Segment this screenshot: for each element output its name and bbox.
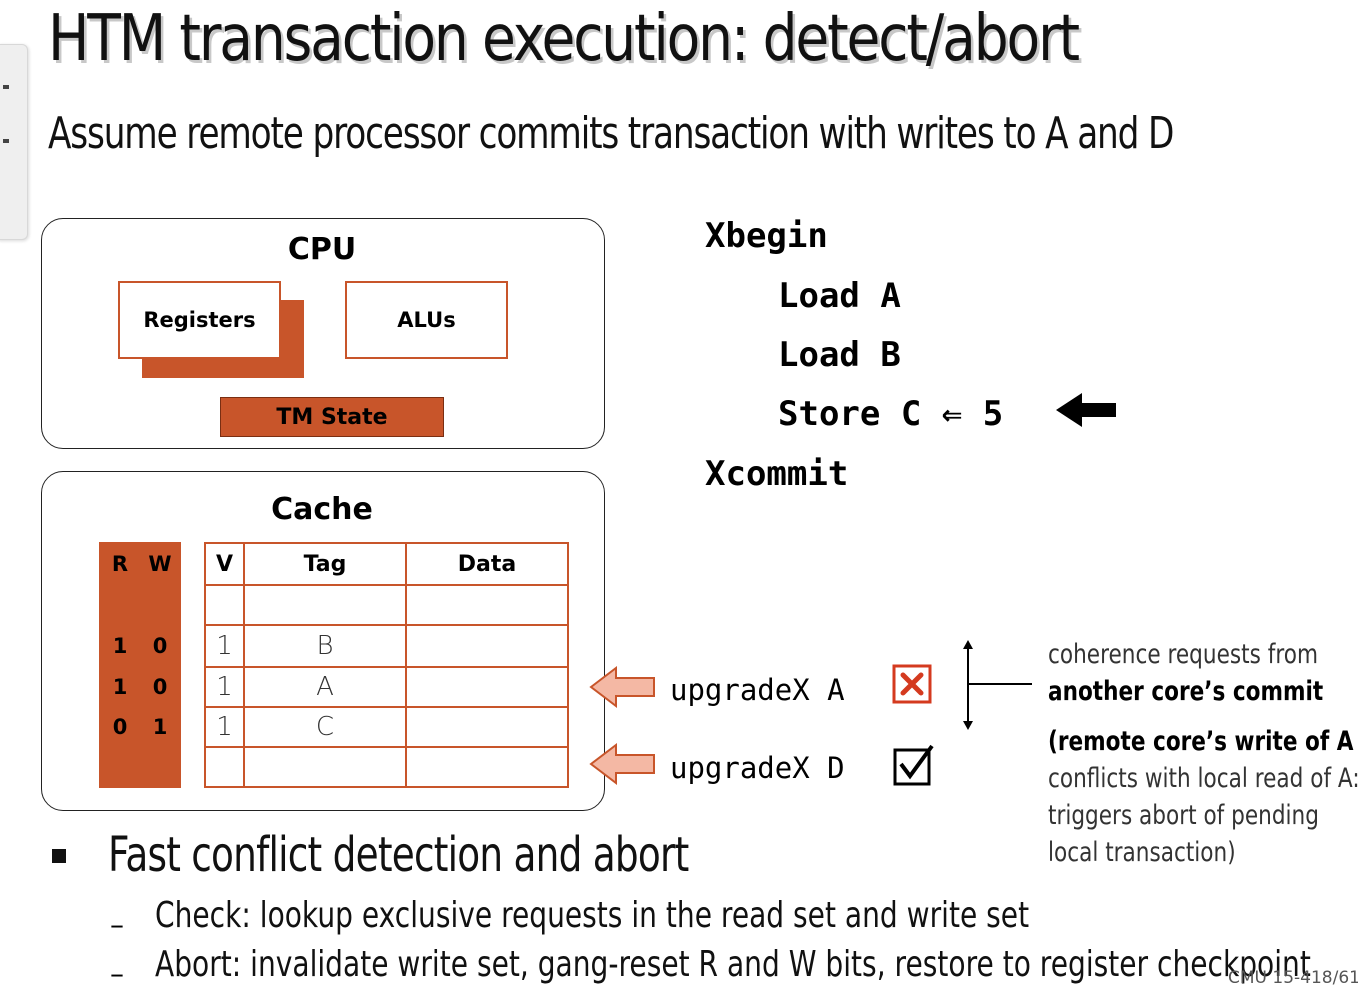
bracket-connector — [963, 640, 1032, 730]
valid-bit — [204, 746, 245, 788]
tag-header: Tag — [243, 542, 407, 586]
note-spacer — [1048, 710, 1358, 723]
sub-bullet-abort: Abort: invalidate write set, gang-reset … — [155, 944, 1311, 985]
note-bold-text: (remote core’s write of A — [1048, 726, 1354, 757]
code-xbegin: Xbegin — [705, 216, 828, 256]
r-bit: 1 — [99, 666, 141, 708]
v-header: V — [204, 542, 245, 586]
r-bit — [99, 584, 141, 626]
x-box-icon — [892, 664, 932, 704]
dash-icon: – — [110, 957, 124, 990]
w-bit: 0 — [139, 624, 181, 668]
r-bit: 1 — [99, 624, 141, 668]
dash-icon: – — [110, 908, 124, 941]
code-xcommit: Xcommit — [705, 454, 849, 494]
data-cell — [405, 624, 569, 668]
alus-block: ALUs — [345, 281, 508, 359]
coherence-note: coherence requests from another core’s c… — [1048, 636, 1358, 871]
w-bit — [139, 746, 181, 788]
tab-mark — [3, 139, 9, 143]
valid-bit — [204, 584, 245, 626]
data-header: Data — [405, 542, 569, 586]
note-line: (remote core’s write of A — [1048, 723, 1358, 760]
cache-line-row — [204, 746, 569, 788]
note-line: conflicts with local read of A: — [1048, 763, 1358, 794]
note-line: triggers abort of pending — [1048, 800, 1319, 831]
w-bit: 1 — [139, 706, 181, 748]
footer-course: CMU 15-418/618, — [1228, 968, 1358, 988]
upgradex-a-request: upgradeX A — [670, 673, 845, 707]
code-line-load-b: Load B — [778, 335, 901, 375]
current-line-arrow-icon — [1056, 393, 1116, 427]
check-box-icon — [893, 744, 934, 786]
r-header: R — [99, 542, 141, 586]
data-cell — [405, 706, 569, 748]
w-bit — [139, 584, 181, 626]
cpu-label: CPU — [287, 232, 357, 267]
valid-bit: 1 — [204, 624, 245, 668]
tag-cell — [243, 584, 407, 626]
note-line: coherence requests from — [1048, 639, 1318, 670]
tab-mark — [3, 85, 9, 89]
registers-block: Registers — [118, 281, 281, 359]
valid-bit: 1 — [204, 706, 245, 748]
sub-bullet-check: Check: lookup exclusive requests in the … — [155, 895, 1030, 936]
valid-bit: 1 — [204, 666, 245, 708]
tag-cell — [243, 746, 407, 788]
request-arrow-icon — [589, 666, 655, 708]
note-bold-text: another core’s commit — [1048, 676, 1324, 707]
code-line-load-a: Load A — [778, 276, 901, 316]
data-cell — [405, 746, 569, 788]
tm-state-block: TM State — [220, 397, 444, 437]
tag-cell: C — [243, 706, 407, 748]
slide-title: HTM transaction execution: detect/abort — [48, 2, 1080, 76]
code-line-store-c: Store C ⇐ 5 — [778, 394, 1004, 434]
r-bit — [99, 746, 141, 788]
cache-label: Cache — [271, 492, 373, 527]
bullet-square-icon — [52, 849, 66, 863]
cache-line-row — [204, 584, 569, 626]
main-bullet: Fast conflict detection and abort — [108, 827, 689, 883]
tag-cell: B — [243, 624, 407, 668]
note-line: local transaction) — [1048, 837, 1236, 868]
upgradex-d-request: upgradeX D — [670, 751, 845, 785]
data-cell — [405, 666, 569, 708]
note-line: another core’s commit — [1048, 673, 1358, 710]
side-panel-tab[interactable] — [0, 44, 28, 240]
data-cell — [405, 584, 569, 626]
w-header: W — [139, 542, 181, 586]
w-bit: 0 — [139, 666, 181, 708]
request-arrow-icon — [589, 743, 655, 785]
r-bit: 0 — [99, 706, 141, 748]
tag-cell: A — [243, 666, 407, 708]
slide-subtitle: Assume remote processor commits transact… — [48, 108, 1174, 159]
